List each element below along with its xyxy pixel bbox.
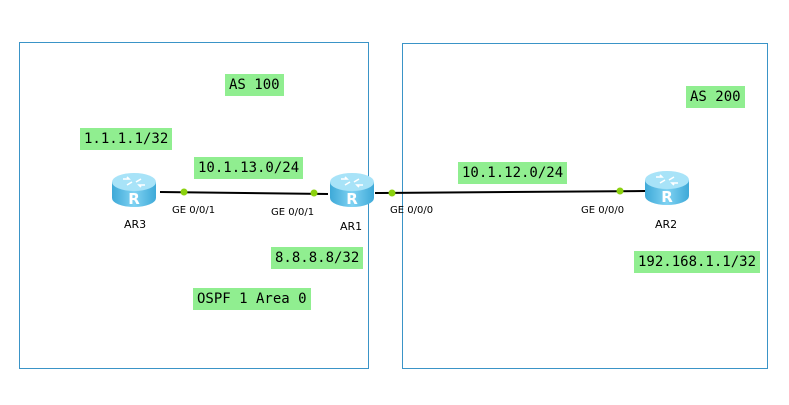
port-label-ar2-ge000: GE 0/0/0: [581, 205, 625, 216]
link-ar1-ar2[interactable]: [374, 190, 646, 194]
router-icon: R: [330, 173, 374, 208]
router-icon: R: [112, 173, 156, 208]
port-label-ar1-ge001: GE 0/0/1: [271, 207, 315, 218]
svg-text:R: R: [128, 190, 140, 208]
subnet-ar3-ar1-label: 10.1.13.0/24: [194, 157, 304, 179]
svg-text:R: R: [661, 188, 673, 206]
loopback-ar2-label: 192.168.1.1/32: [634, 251, 761, 273]
svg-text:R: R: [346, 190, 358, 208]
port-label-ar3-ge001: GE 0/0/1: [172, 205, 216, 216]
loopback-ar3-label: 1.1.1.1/32: [80, 128, 173, 150]
port-dot-ar3-ge001: [180, 188, 188, 196]
as100-zone: [19, 42, 369, 369]
router-ar1[interactable]: R: [327, 170, 377, 210]
link-ar3-ar1[interactable]: [159, 191, 329, 195]
router-name-ar2: AR2: [655, 218, 678, 231]
as100-label: AS 100: [225, 74, 284, 96]
router-ar2[interactable]: R: [642, 168, 692, 208]
subnet-ar1-ar2-label: 10.1.12.0/24: [458, 162, 568, 184]
port-label-ar1-ge000: GE 0/0/0: [390, 205, 434, 216]
as200-label: AS 200: [686, 86, 745, 108]
port-dot-ar1-ge000: [388, 189, 396, 197]
port-dot-ar2-ge000: [616, 187, 624, 195]
ospf-area-label: OSPF 1 Area 0: [193, 288, 311, 310]
port-dot-ar1-ge001: [310, 189, 318, 197]
router-name-ar1: AR1: [340, 220, 363, 233]
router-icon: R: [645, 171, 689, 206]
as200-zone: [402, 43, 768, 369]
loopback-ar1-label: 8.8.8.8/32: [271, 247, 364, 269]
router-ar3[interactable]: R: [109, 170, 159, 210]
router-name-ar3: AR3: [124, 218, 147, 231]
